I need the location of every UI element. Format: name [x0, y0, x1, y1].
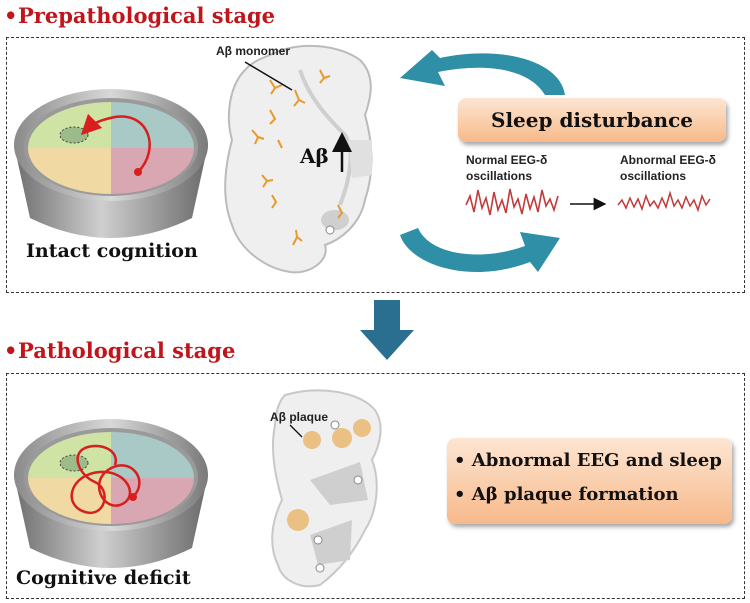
pathological-panel: [6, 373, 745, 599]
cognitive-deficit-label: Cognitive deficit: [16, 567, 191, 589]
prepathological-panel: [6, 37, 745, 293]
normal-eeg-label-2: oscillations: [466, 169, 533, 183]
finding-item-1: • Abnormal EEG and sleep: [454, 450, 722, 471]
sleep-disturbance-box: [458, 98, 726, 142]
sleep-disturbance-label: Sleep disturbance: [491, 108, 693, 132]
prepathological-stage-title: •Prepathological stage: [4, 3, 275, 28]
abnormal-eeg-label-2: oscillations: [620, 169, 687, 183]
abeta-monomer-label: Aβ monomer: [216, 44, 290, 58]
findings-box: [447, 438, 732, 524]
abeta-plaque-label: Aβ plaque: [270, 410, 328, 424]
pathological-stage-title: •Pathological stage: [4, 338, 236, 363]
intact-cognition-label: Intact cognition: [26, 240, 198, 262]
abeta-label: Aβ: [300, 144, 329, 168]
abnormal-eeg-label-1: Abnormal EEG-δ: [620, 153, 716, 167]
normal-eeg-label-1: Normal EEG-δ: [466, 153, 548, 167]
finding-item-2: • Aβ plaque formation: [454, 484, 679, 505]
